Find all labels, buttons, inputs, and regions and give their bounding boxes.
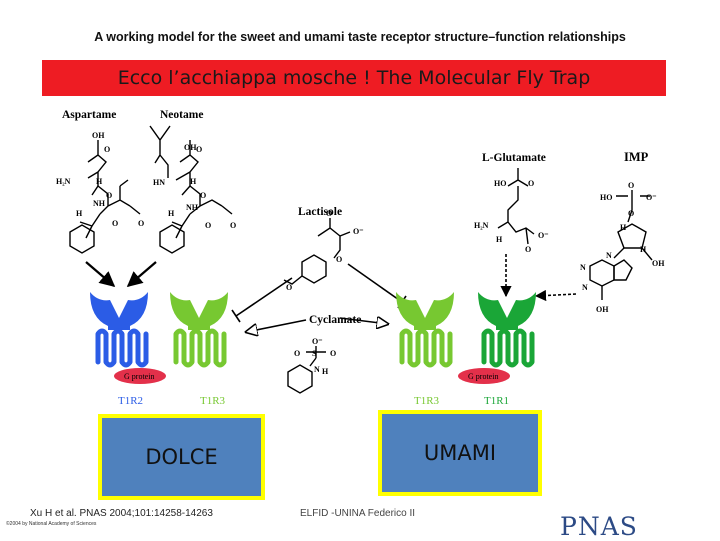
g-protein-umami-label: G protein [468, 372, 498, 381]
svg-text:O: O [525, 245, 531, 254]
svg-text:O: O [104, 145, 110, 154]
svg-text:N: N [606, 251, 612, 260]
umami-label: UMAMI [423, 441, 497, 465]
svg-text:OH: OH [92, 131, 105, 140]
dolce-label: DOLCE [145, 445, 218, 469]
t1r3-left-label: T1R3 [200, 395, 226, 407]
neotame-atoms: OH O HN H O NH H O O [153, 143, 236, 230]
l-glutamate-atoms: HO O H₂N O⁻ O H [474, 179, 548, 254]
citation: Xu H et al. PNAS 2004;101:14258-14263 [30, 508, 213, 519]
svg-text:HO: HO [494, 179, 506, 188]
svg-text:H: H [168, 209, 175, 218]
l-glutamate-structure [497, 168, 535, 245]
t1r2-label: T1R2 [118, 395, 143, 407]
imp-atoms: HO O O⁻ O H H OH N N N OH [580, 181, 665, 314]
svg-text:O: O [196, 145, 202, 154]
aspartame-label: Aspartame [62, 109, 116, 121]
svg-text:HO: HO [600, 193, 612, 202]
svg-text:H: H [96, 177, 103, 186]
imp-structure [589, 190, 653, 300]
t1r1-receptor [478, 292, 536, 368]
svg-text:H₂N: H₂N [56, 177, 71, 186]
svg-text:O: O [628, 209, 634, 218]
slide-title: A working model for the sweet and umami … [94, 30, 626, 44]
svg-text:H: H [620, 223, 627, 232]
imp-arrow [534, 289, 577, 302]
svg-text:O⁻: O⁻ [538, 231, 548, 240]
umami-box: UMAMI [378, 410, 542, 496]
umami-arrows [500, 254, 577, 302]
t1r3-left-receptor [170, 292, 228, 368]
svg-text:OH: OH [184, 143, 197, 152]
t1r3-right-label: T1R3 [414, 395, 440, 407]
binding-arrows [85, 261, 157, 288]
svg-text:OH: OH [596, 305, 609, 314]
cyclamate-atoms: O O⁻ O S N H [294, 337, 336, 376]
svg-text:O: O [112, 219, 118, 228]
cyclamate-arrows [246, 318, 388, 332]
svg-text:H₂N: H₂N [474, 221, 489, 230]
svg-text:H: H [640, 245, 647, 254]
svg-text:H: H [76, 209, 83, 218]
aspartame-arrow [85, 261, 116, 288]
t1r2-receptor [90, 292, 149, 368]
g-protein-sweet-label: G protein [124, 372, 154, 381]
aspartame-structure [69, 140, 141, 254]
svg-text:O: O [330, 349, 336, 358]
l-glutamate-label: L-Glutamate [482, 152, 546, 164]
g-protein-umami [458, 368, 510, 384]
svg-text:N: N [314, 365, 320, 374]
lactisole-structure [283, 218, 351, 285]
svg-text:O: O [286, 283, 292, 292]
pnas-logo: PNAS [560, 512, 638, 541]
taste-receptor-diagram: Aspartame Neotame L-Glutamate IMP Lactis… [56, 109, 665, 407]
svg-text:H: H [322, 367, 329, 376]
dolce-box: DOLCE [98, 414, 265, 500]
svg-text:O: O [138, 219, 144, 228]
svg-text:O: O [230, 221, 236, 230]
lactisole-atoms: O⁻ O O O [286, 209, 363, 292]
svg-text:O: O [205, 221, 211, 230]
cyclamate-label: Cyclamate [309, 314, 361, 326]
svg-text:O: O [326, 209, 332, 218]
svg-text:NH: NH [186, 203, 199, 212]
g-protein-sweet [114, 368, 166, 384]
neotame-label: Neotame [160, 109, 203, 121]
neotame-arrow [126, 261, 157, 288]
cyclamate-structure [287, 346, 326, 394]
svg-text:O⁻: O⁻ [646, 193, 656, 202]
svg-text:OH: OH [652, 259, 665, 268]
svg-text:N: N [582, 283, 588, 292]
svg-text:H: H [190, 177, 197, 186]
title-banner: Ecco l’acchiappa mosche ! The Molecular … [42, 60, 666, 96]
institution-footer: ELFID -UNINA Federico II [300, 508, 416, 519]
neotame-structure [149, 125, 233, 254]
svg-text:O: O [200, 191, 206, 200]
svg-text:S: S [312, 349, 317, 358]
svg-text:N: N [580, 263, 586, 272]
copyright: ©2004 by National Academy of Sciences [6, 521, 97, 527]
svg-text:O: O [106, 191, 112, 200]
svg-text:O: O [628, 181, 634, 190]
svg-text:O⁻: O⁻ [353, 227, 363, 236]
svg-text:O: O [336, 255, 342, 264]
svg-text:O: O [528, 179, 534, 188]
lactisole-label: Lactisole [298, 206, 342, 218]
svg-text:O⁻: O⁻ [312, 337, 322, 346]
svg-text:O: O [294, 349, 300, 358]
svg-text:H: H [496, 235, 503, 244]
t1r3-right-receptor [396, 292, 454, 368]
svg-text:HN: HN [153, 178, 165, 187]
aspartame-atoms: OH O H₂N H O NH H O O [56, 131, 144, 228]
t1r1-label: T1R1 [484, 395, 509, 407]
svg-text:NH: NH [93, 199, 106, 208]
imp-label: IMP [624, 150, 649, 164]
